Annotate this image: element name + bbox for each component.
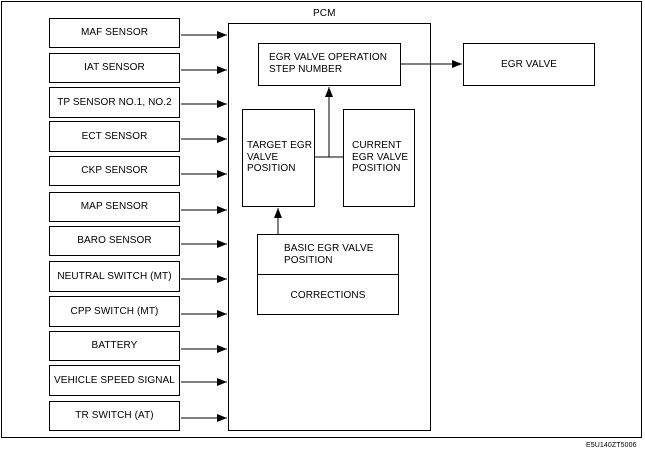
basic-divider [258, 274, 398, 275]
input-label: TR SWITCH (AT) [75, 410, 154, 422]
input-box-cpp-switch: CPP SWITCH (MT) [49, 296, 180, 327]
input-label: CPP SWITCH (MT) [70, 305, 159, 317]
input-label: IAT SENSOR [84, 62, 145, 74]
input-box-baro-sensor: BARO SENSOR [49, 226, 180, 256]
egr-operation-line2: STEP NUMBER [269, 63, 343, 75]
current-line2: EGR VALVE [352, 151, 409, 163]
egr-valve-label: EGR VALVE [500, 58, 558, 70]
input-label: BATTERY [91, 340, 138, 352]
input-label: NEUTRAL SWITCH (MT) [57, 270, 172, 282]
input-label: BARO SENSOR [77, 235, 152, 247]
egr-operation-step-box: EGR VALVE OPERATION STEP NUMBER [258, 43, 401, 86]
input-box-ckp-sensor: CKP SENSOR [49, 156, 180, 186]
figure-code: E5U140ZT5006 [586, 442, 637, 449]
target-line1: TARGET EGR [247, 140, 313, 151]
input-box-ect-sensor: ECT SENSOR [49, 121, 180, 152]
pcm-label: PCM [313, 8, 336, 19]
current-egr-position-box: CURRENT EGR VALVE POSITION [343, 109, 415, 207]
input-box-tp-sensor: TP SENSOR NO.1, NO.2 [49, 87, 180, 118]
input-box-iat-sensor: IAT SENSOR [49, 53, 180, 83]
egr-valve-box: EGR VALVE [463, 43, 595, 86]
current-line1: CURRENT [352, 140, 402, 151]
input-label: MAF SENSOR [80, 27, 149, 39]
target-line2: VALVE [247, 151, 279, 163]
current-line3: POSITION [352, 163, 401, 174]
input-label: CKP SENSOR [81, 165, 148, 177]
egr-operation-line1: EGR VALVE OPERATION [269, 52, 388, 63]
input-label: ECT SENSOR [81, 130, 148, 142]
diagram-frame [1, 1, 642, 438]
input-box-maf-sensor: MAF SENSOR [49, 18, 180, 48]
input-label: MAP SENSOR [80, 201, 149, 213]
basic-line2: POSITION [284, 254, 333, 266]
input-box-tr-switch: TR SWITCH (AT) [49, 401, 180, 431]
target-line3: POSITION [247, 163, 296, 174]
target-egr-position-box: TARGET EGR VALVE POSITION [242, 109, 315, 207]
input-box-map-sensor: MAP SENSOR [49, 192, 180, 222]
pcm-box [228, 23, 431, 431]
basic-egr-position-box: BASIC EGR VALVE POSITION CORRECTIONS [257, 234, 399, 315]
input-box-battery: BATTERY [49, 331, 180, 361]
basic-line1: BASIC EGR VALVE [284, 243, 374, 254]
input-box-neutral-switch: NEUTRAL SWITCH (MT) [49, 261, 180, 292]
input-box-vehicle-speed-signal: VEHICLE SPEED SIGNAL [49, 365, 180, 396]
input-label: TP SENSOR NO.1, NO.2 [57, 96, 172, 108]
corrections-label: CORRECTIONS [290, 290, 366, 301]
input-label: VEHICLE SPEED SIGNAL [54, 374, 175, 386]
